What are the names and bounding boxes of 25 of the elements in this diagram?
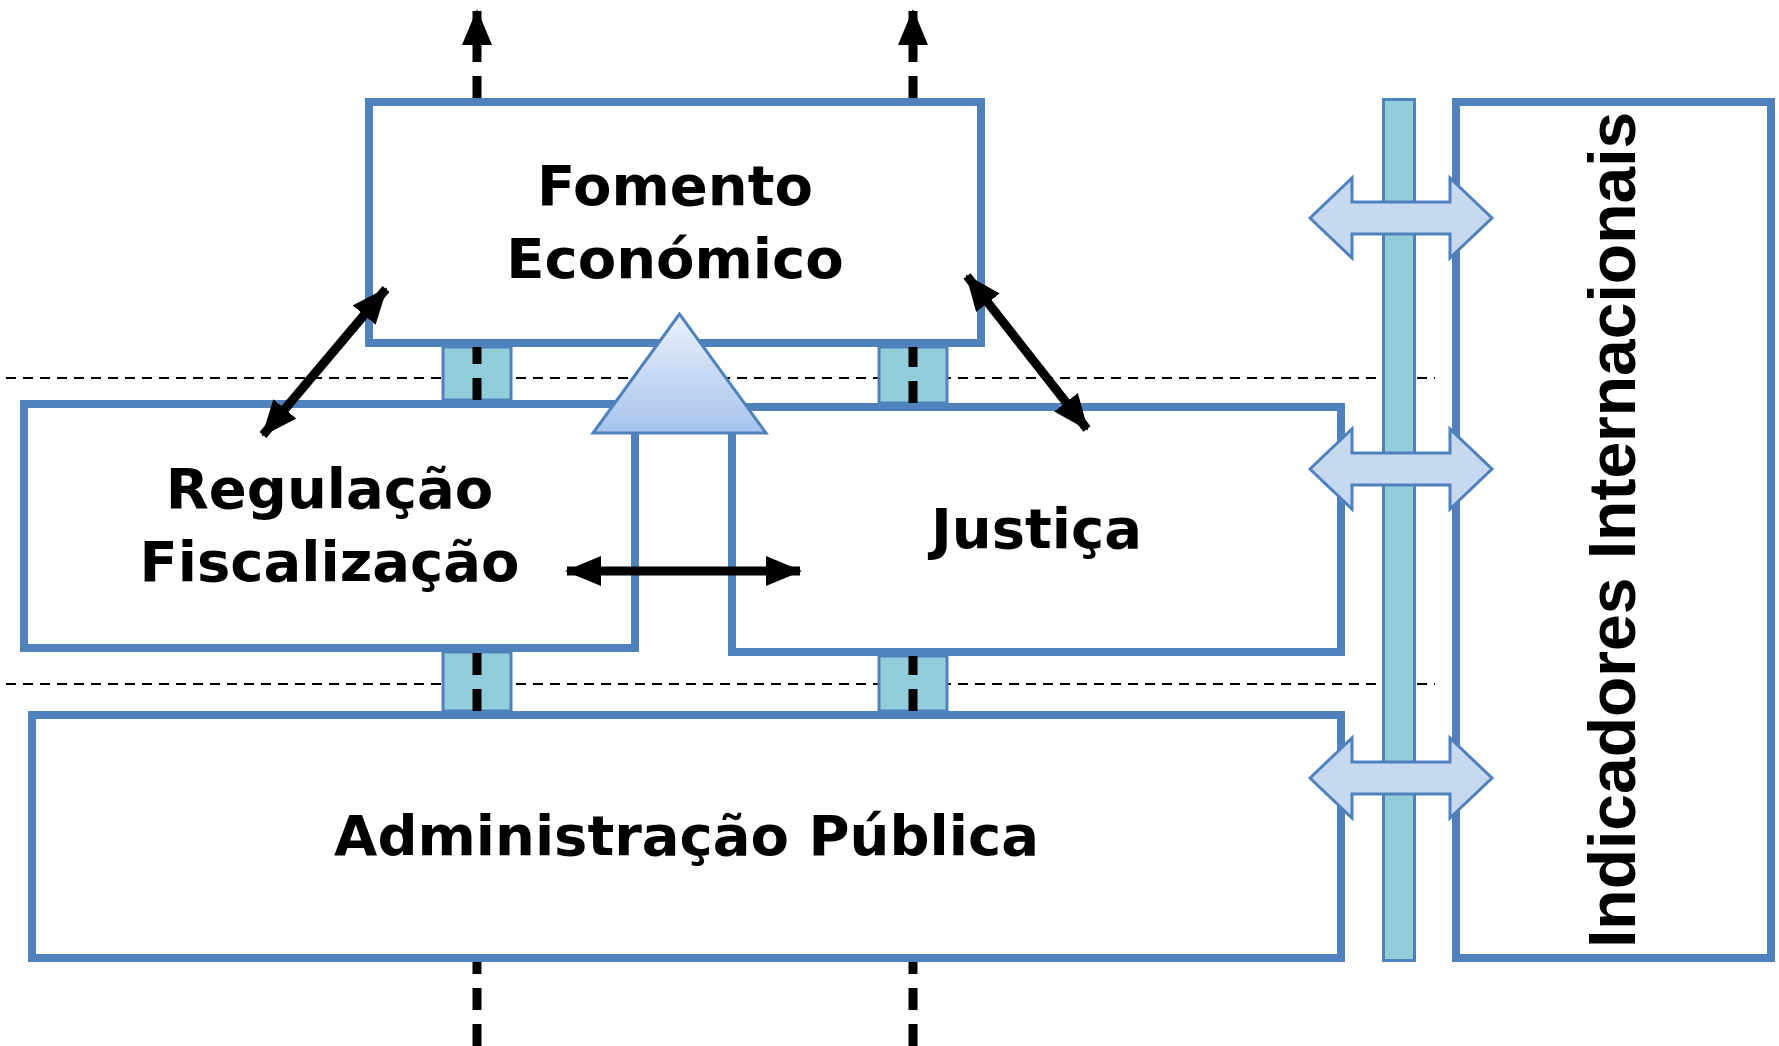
dashed-line [472, 347, 482, 400]
dashed-arrow [462, 9, 492, 98]
process-box [20, 400, 639, 652]
triangle-shape [590, 311, 769, 435]
box-label: Fomento Económico [505, 151, 845, 293]
dashed-line [472, 962, 482, 1046]
dashed-line [908, 962, 918, 1046]
process-box [728, 403, 1345, 656]
dashed-line [908, 656, 918, 711]
double-block-arrow [1307, 734, 1495, 822]
arrow [259, 286, 390, 438]
box-label: Administração Pública [333, 802, 1040, 871]
dashed-line [908, 347, 918, 403]
double-block-arrow [1307, 425, 1495, 513]
process-box [28, 711, 1345, 962]
panel-title: Indicadores Internacionais [1574, 111, 1651, 949]
process-box [365, 98, 985, 347]
arrow [963, 273, 1091, 432]
arrow [565, 556, 802, 586]
side-panel [1452, 98, 1775, 962]
box-label: Regulação Fiscalização [138, 455, 521, 596]
dashed-line [472, 652, 482, 711]
dashed-arrow [898, 9, 928, 98]
double-block-arrow [1307, 174, 1495, 262]
box-label: Justiça [786, 493, 1287, 566]
